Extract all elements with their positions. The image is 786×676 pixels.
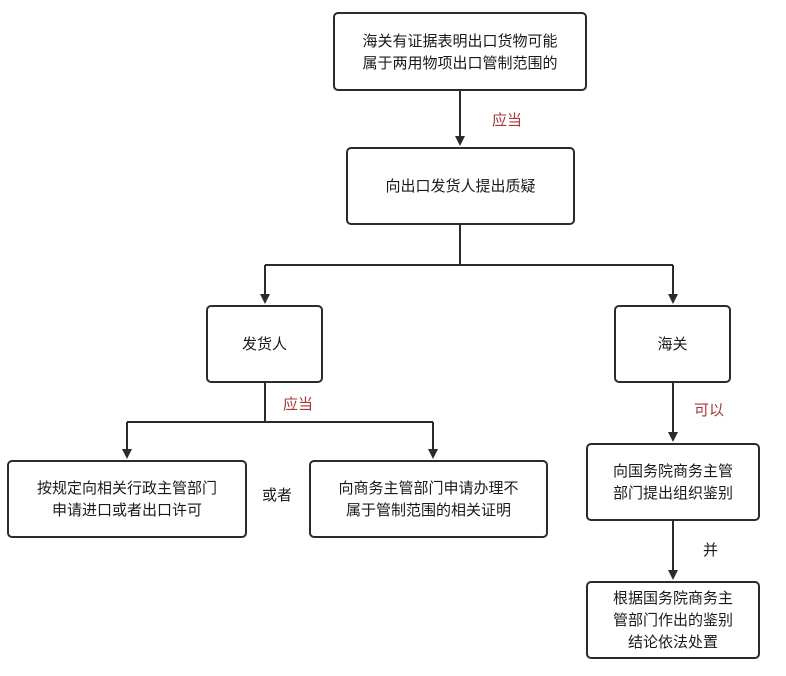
node-apply-license: 按规定向相关行政主管部门 申请进口或者出口许可 <box>7 460 247 538</box>
node-text-line: 向国务院商务主管 <box>612 462 733 480</box>
edge-label-or: 或者 <box>262 486 293 504</box>
node-text-line: 属于管制范围的相关证明 <box>345 501 511 519</box>
node-question-consignor: 向出口发货人提出质疑 <box>346 147 575 225</box>
node-text-line: 海关有证据表明出口货物可能 <box>362 31 558 50</box>
node-handle-by-conclusion: 根据国务院商务主 管部门作出的鉴别 结论依法处置 <box>586 581 760 659</box>
node-text-line: 管部门作出的鉴别 <box>612 611 733 629</box>
edge-label-and: 并 <box>703 541 719 559</box>
edge-label-should-2: 应当 <box>283 395 314 413</box>
node-text-line: 属于两用物项出口管制范围的 <box>362 53 558 72</box>
node-text-line: 向出口发货人提出质疑 <box>385 177 536 195</box>
node-text-line: 部门提出组织鉴别 <box>612 484 733 502</box>
node-consignor: 发货人 <box>206 305 323 383</box>
node-customs: 海关 <box>614 305 731 383</box>
node-text-line: 申请进口或者出口许可 <box>51 501 202 519</box>
node-text-line: 发货人 <box>241 335 287 353</box>
edge-label-may: 可以 <box>694 401 725 419</box>
node-text-line: 向商务主管部门申请办理不 <box>338 479 519 497</box>
node-text-line: 根据国务院商务主 <box>612 589 733 607</box>
node-customs-evidence: 海关有证据表明出口货物可能 属于两用物项出口管制范围的 <box>333 12 587 91</box>
edge-label-should-1: 应当 <box>492 111 523 129</box>
node-apply-certificate: 向商务主管部门申请办理不 属于管制范围的相关证明 <box>309 460 548 538</box>
node-request-identification: 向国务院商务主管 部门提出组织鉴别 <box>586 443 760 521</box>
node-text-line: 按规定向相关行政主管部门 <box>36 479 217 497</box>
node-text-line: 海关 <box>657 335 688 353</box>
node-text-line: 结论依法处置 <box>627 633 718 651</box>
